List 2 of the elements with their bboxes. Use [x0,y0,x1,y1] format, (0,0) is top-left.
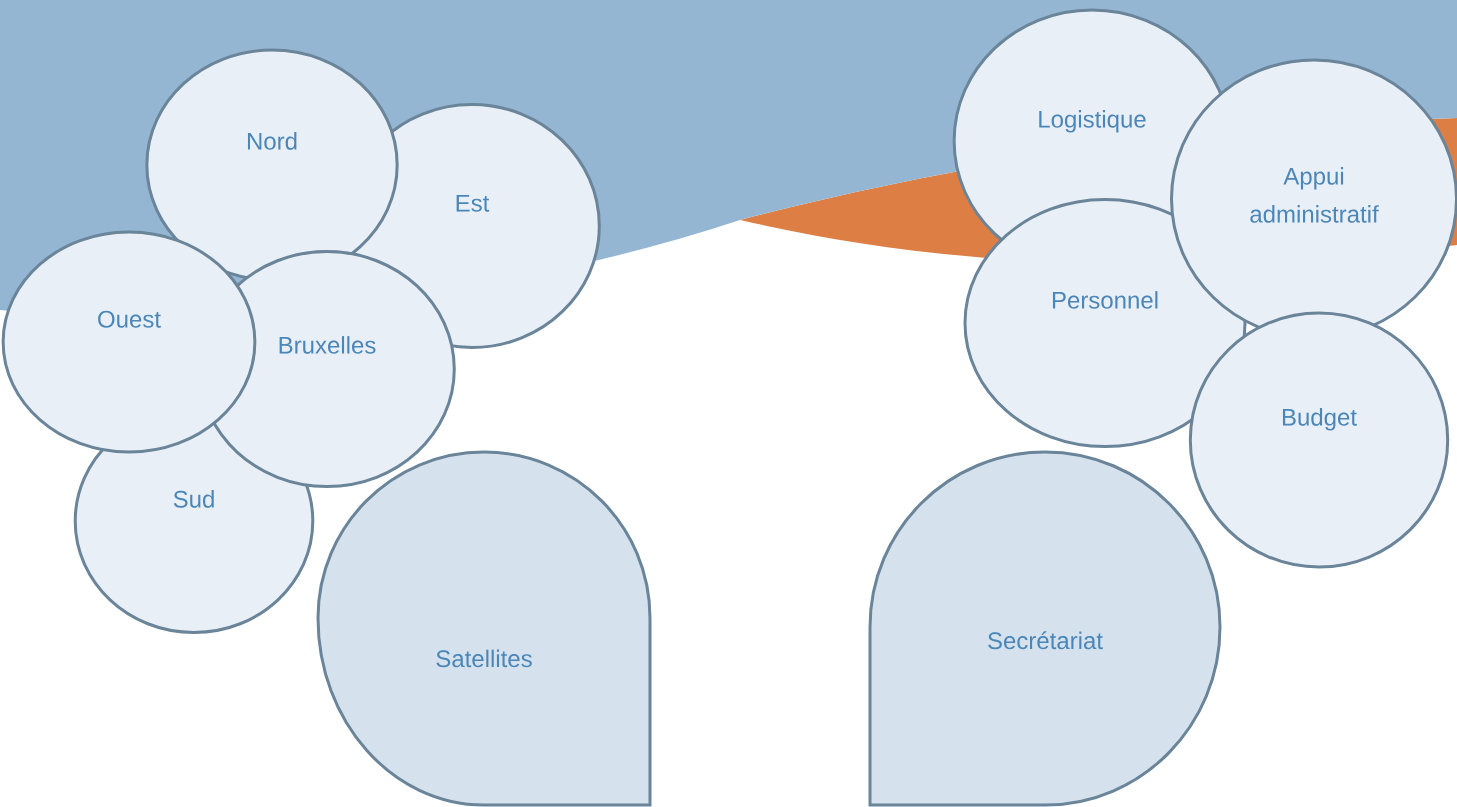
node-label: Appui administratif [1250,167,1379,223]
node-label: Budget [1282,408,1357,431]
